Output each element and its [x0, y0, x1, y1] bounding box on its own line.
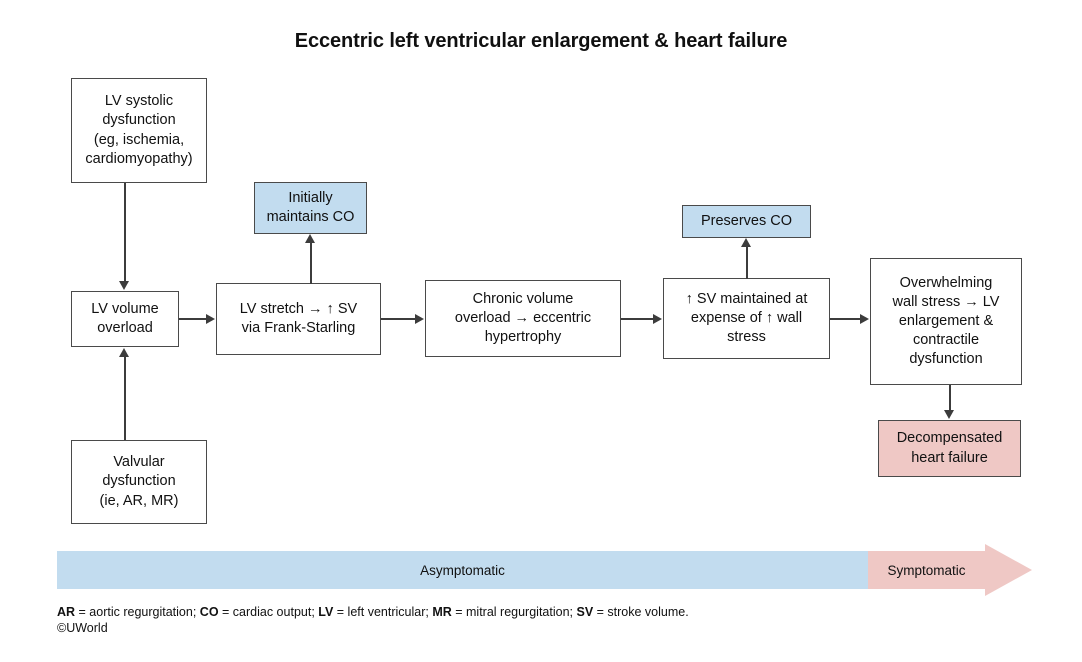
- connector-stretch-to-chronic: [381, 318, 416, 320]
- arrowhead-stretch-to-initially-co: [305, 234, 315, 243]
- page-title: Eccentric left ventricular enlargement &…: [294, 30, 788, 52]
- legend-text-lv: = left ventricular;: [333, 605, 433, 619]
- arrowhead-sv-maintained-to-preserves-co: [741, 238, 751, 247]
- arrowhead-valvular-to-overload: [119, 348, 129, 357]
- box-initially-maintains-co: Initially maintains CO: [254, 182, 367, 234]
- legend-key-co: CO: [199, 605, 219, 619]
- connector-chronic-to-sv-maintained: [621, 318, 654, 320]
- box-chronic-volume-overload: Chronic volume overload → eccentric hype…: [425, 280, 621, 357]
- connector-systolic-to-overload: [124, 183, 126, 282]
- connector-valvular-to-overload: [124, 356, 126, 440]
- connector-overload-to-stretch: [179, 318, 207, 320]
- legend-text-sv: = stroke volume.: [593, 605, 689, 619]
- copyright-notice: ©UWorld: [57, 621, 108, 635]
- arrowhead-overload-to-stretch: [206, 313, 215, 324]
- box-overwhelming-wall-stress: Overwhelming wall stress → LV enlargemen…: [870, 258, 1022, 385]
- connector-overwhelming-to-decompensated: [949, 385, 951, 412]
- abbreviation-legend: AR = aortic regurgitation; CO = cardiac …: [57, 603, 689, 621]
- legend-text-co: = cardiac output;: [218, 605, 319, 619]
- arrowhead-overwhelming-to-decompensated: [944, 410, 954, 419]
- box-lv-systolic-dysfunction: LV systolic dysfunction (eg, ischemia, c…: [71, 78, 207, 183]
- timeline-segment-asymptomatic: Asymptomatic: [57, 551, 868, 589]
- legend-key-ar: AR: [57, 605, 76, 619]
- legend-key-mr: MR: [432, 605, 452, 619]
- symptom-timeline: Asymptomatic Symptomatic: [57, 544, 1032, 596]
- arrowhead-systolic-to-overload: [119, 281, 129, 290]
- legend-text-mr: = mitral regurgitation;: [451, 605, 577, 619]
- arrowhead-chronic-to-sv-maintained: [653, 313, 662, 324]
- box-lv-volume-overload: LV volume overload: [71, 291, 179, 347]
- connector-sv-maintained-to-overwhelming: [830, 318, 861, 320]
- legend-key-lv: LV: [318, 605, 334, 619]
- timeline-arrowhead-icon: [985, 544, 1032, 596]
- legend-key-sv: SV: [576, 605, 594, 619]
- legend-text-ar: = aortic regurgitation;: [75, 605, 200, 619]
- box-sv-maintained-wall-stress: ↑ SV maintained at expense of ↑ wall str…: [663, 278, 830, 359]
- arrowhead-stretch-to-chronic: [415, 313, 424, 324]
- connector-sv-maintained-to-preserves-co: [746, 246, 748, 279]
- arrowhead-sv-maintained-to-overwhelming: [860, 313, 869, 324]
- box-decompensated-heart-failure: Decompensated heart failure: [878, 420, 1021, 477]
- box-lv-stretch-frank-starling: LV stretch → ↑ SV via Frank-Starling: [216, 283, 381, 355]
- box-valvular-dysfunction: Valvular dysfunction (ie, AR, MR): [71, 440, 207, 524]
- connector-stretch-to-initially-co: [310, 242, 312, 284]
- box-preserves-co: Preserves CO: [682, 205, 811, 238]
- timeline-segment-symptomatic: Symptomatic: [868, 551, 985, 589]
